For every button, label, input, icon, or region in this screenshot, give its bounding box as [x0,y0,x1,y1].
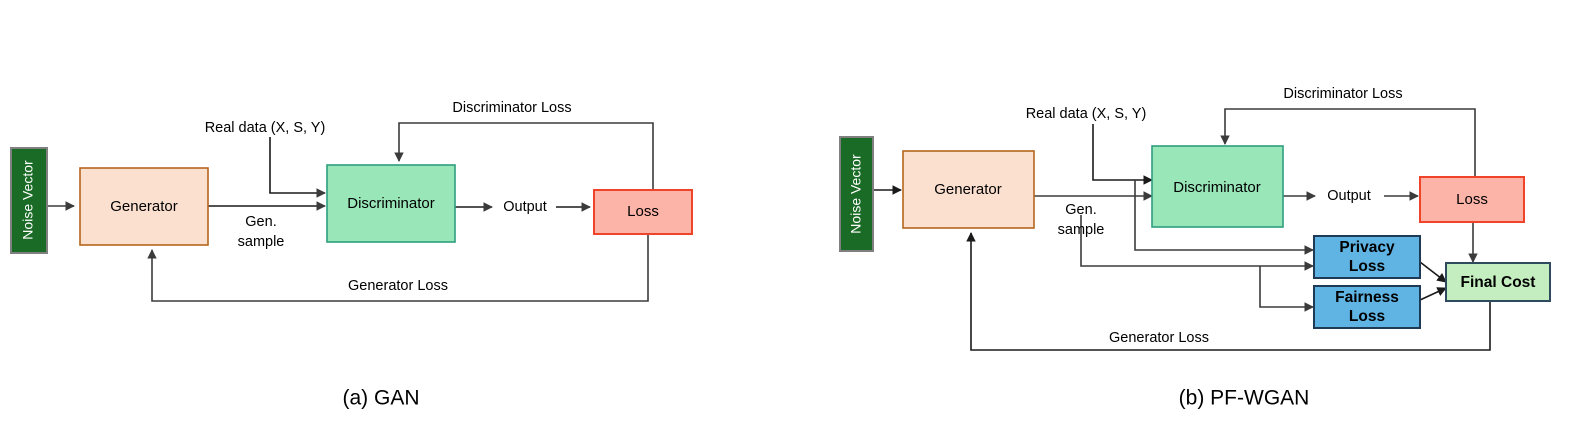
edge-realdata-to-discriminator [1092,124,1153,185]
edge-discriminator-loss-feedback [394,122,654,193]
gan-output-label: Output [503,199,547,215]
panel-pfwgan: Noise Vector Generator Discriminator Los… [839,86,1551,410]
pfwgan-loss-node: Loss [1419,176,1525,223]
gan-generator-node: Generator [79,167,209,246]
pfwgan-final-cost-node: Final Cost [1445,262,1551,302]
edge-discriminator-branch-to-privacy-loss [1134,180,1314,255]
edge-fairness-loss-to-final-cost [1419,287,1447,301]
pfwgan-fairness-loss-node: Fairness Loss [1313,285,1421,329]
edge-generator-loss-feedback [966,232,1491,351]
gan-discriminator-node: Discriminator [326,164,456,243]
gan-gen-sample-label-line2: sample [238,234,285,250]
discriminator-box [1151,145,1284,228]
fairness-loss-box [1313,285,1421,329]
gan-discriminator-loss-label: Discriminator Loss [452,100,571,116]
discriminator-box [326,164,456,243]
pfwgan-generator-node: Generator [902,150,1035,229]
loss-label: Loss [627,203,659,220]
discriminator-label: Discriminator [1173,179,1261,196]
gan-generator-loss-label: Generator Loss [348,278,448,294]
edge-branch-to-fairness-loss [1259,266,1314,312]
final-cost-label: Final Cost [1461,274,1536,291]
noise-vector-box [839,136,874,252]
edge-privacy-loss-to-final-cost [1419,261,1447,283]
edge-realdata-to-discriminator [269,137,326,198]
pfwgan-gen-sample-label-line2: sample [1058,222,1105,238]
edge-generator-loss-feedback [147,235,649,302]
final-cost-box [1445,262,1551,302]
noise-vector-label: Noise Vector [20,160,36,240]
gan-gen-sample-label-line1: Gen. [245,214,276,230]
privacy-loss-label-line1: Privacy [1339,239,1395,256]
pfwgan-gen-sample-label-line1: Gen. [1065,202,1096,218]
edge-gensample-to-privacy-loss [1080,215,1314,271]
generator-box [902,150,1035,229]
privacy-loss-box [1313,235,1421,279]
pfwgan-discriminator-loss-label: Discriminator Loss [1283,86,1402,102]
pfwgan-privacy-loss-node: Privacy Loss [1313,235,1421,279]
pfwgan-discriminator-node: Discriminator [1151,145,1284,228]
loss-box [593,189,693,235]
gan-connectors [48,122,654,302]
fairness-loss-label-line1: Fairness [1335,289,1399,306]
pfwgan-generator-loss-label: Generator Loss [1109,330,1209,346]
loss-label: Loss [1456,191,1488,208]
generator-label: Generator [110,198,178,215]
loss-box [1419,176,1525,223]
noise-vector-label: Noise Vector [848,154,864,234]
pfwgan-noise-vector-node: Noise Vector [839,136,874,252]
pfwgan-output-label: Output [1327,188,1371,204]
gan-loss-node: Loss [593,189,693,235]
gan-noise-vector-node: Noise Vector [10,147,48,254]
discriminator-label: Discriminator [347,195,435,212]
panel-gan: Noise Vector Generator Discriminator Los… [10,100,693,410]
gan-caption: (a) GAN [342,387,419,410]
pfwgan-caption: (b) PF-WGAN [1179,387,1310,410]
fairness-loss-label-line2: Loss [1349,308,1385,325]
gan-real-data-label: Real data (X, S, Y) [205,120,326,136]
noise-vector-box [10,147,48,254]
generator-label: Generator [934,181,1002,198]
edge-discriminator-loss-feedback [1220,108,1476,180]
pfwgan-connectors [873,108,1491,351]
generator-box [79,167,209,246]
privacy-loss-label-line2: Loss [1349,258,1385,275]
pfwgan-real-data-label: Real data (X, S, Y) [1026,106,1147,122]
